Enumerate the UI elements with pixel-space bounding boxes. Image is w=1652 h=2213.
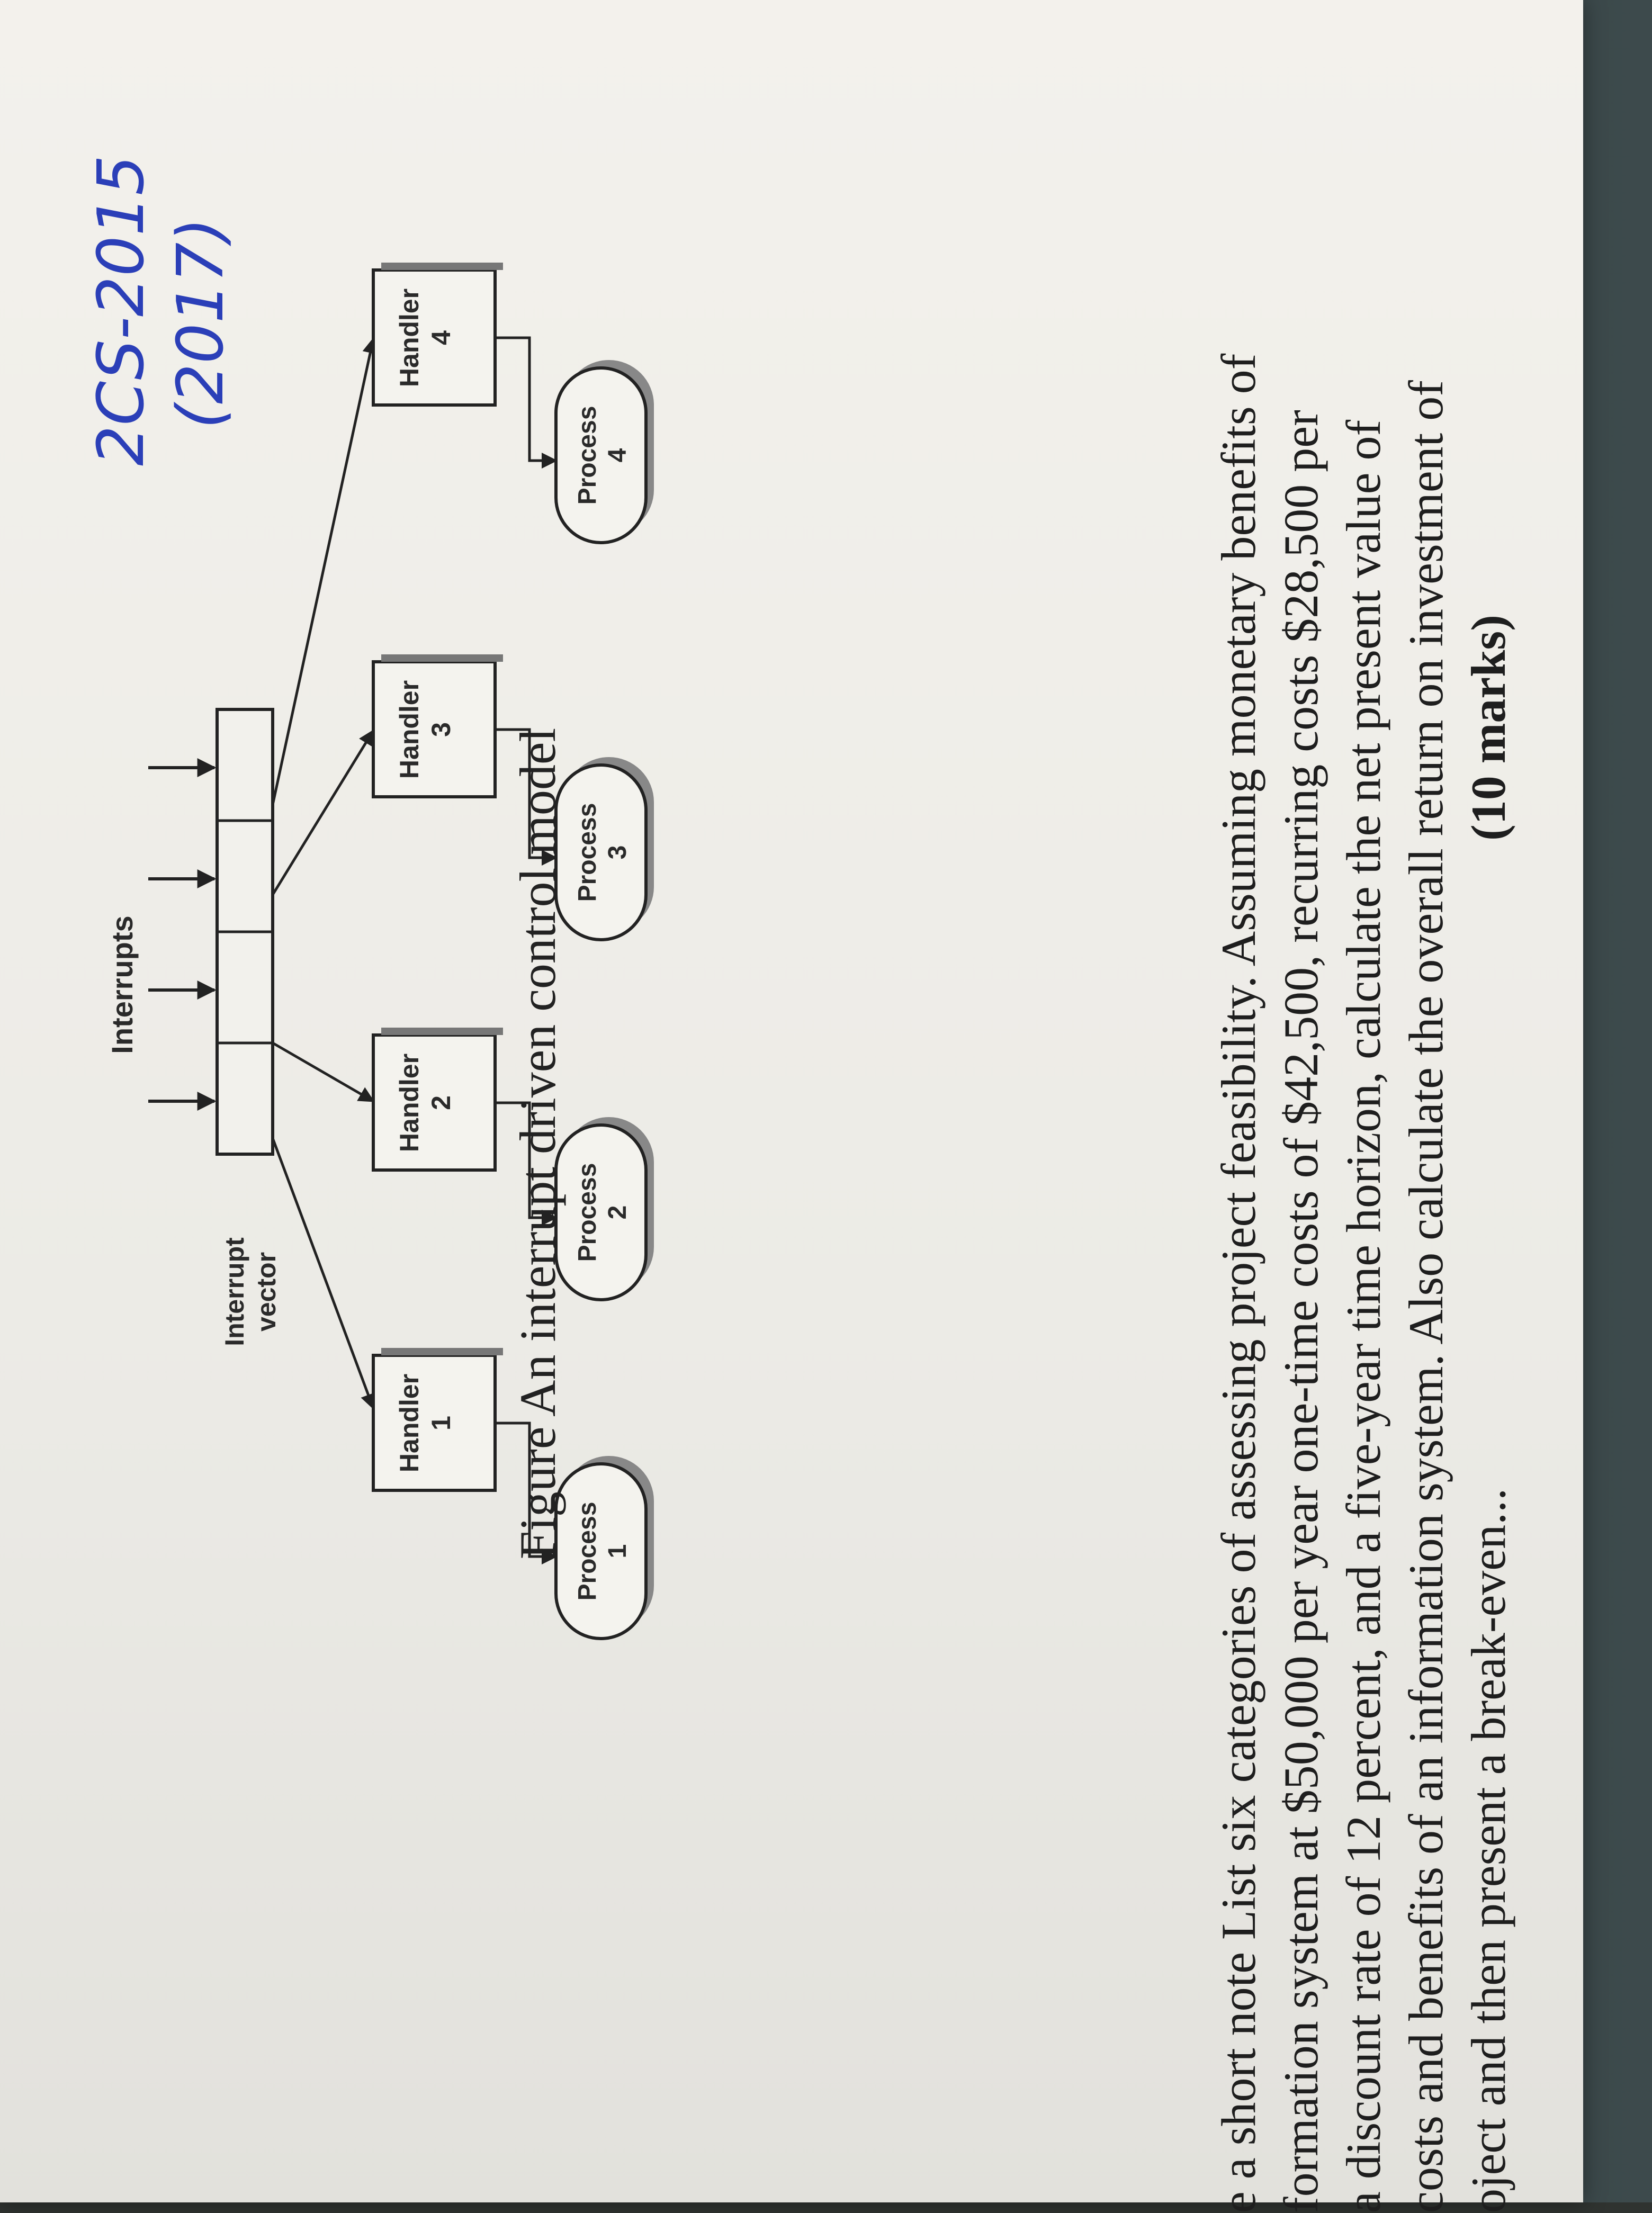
vector-to-handler-arrows <box>271 337 378 1410</box>
question-text: e a short note List six categories of as… <box>1207 0 1520 2213</box>
interrupt-vector-label: Interrupt <box>220 1237 249 1346</box>
process-2-number: 2 <box>604 1206 632 1220</box>
question-line-5-text: oject and then present a break-even... <box>1461 1488 1515 2213</box>
process-2-label: Process <box>573 1163 601 1262</box>
handwritten-note: 2CS-2015 (2017) <box>85 159 238 466</box>
process-4-pill: Process 4 <box>554 360 654 544</box>
question-line-2: formation system at $50,000 per year one… <box>1274 410 1328 2213</box>
marks-label: (10 marks) <box>1461 615 1515 841</box>
rotated-page-content: Interrupts Interrupt vector H <box>85 159 1515 2213</box>
handler-2-label: Handler <box>394 1054 424 1152</box>
handler-3-label: Handler <box>394 680 424 779</box>
handler-2-number: 2 <box>426 1095 456 1110</box>
process-1-pill: Process 1 <box>554 1456 654 1640</box>
handler-4-box: Handler 4 <box>372 263 503 407</box>
question-line-3: a discount rate of 12 percent, and a fiv… <box>1336 419 1390 2213</box>
handler-4-number: 4 <box>426 330 456 345</box>
handler-2-box: Handler 2 <box>372 1028 503 1172</box>
process-1-number: 1 <box>604 1544 632 1559</box>
process-3-label: Process <box>573 803 601 902</box>
process-4-number: 4 <box>604 448 632 462</box>
question-line-4: costs and benefits of an information sys… <box>1399 380 1453 2213</box>
interrupt-diagram: Interrupts Interrupt vector H <box>105 263 654 1640</box>
process-3-pill: Process 3 <box>554 757 654 941</box>
process-2-pill: Process 2 <box>554 1117 654 1301</box>
interrupt-arrows <box>148 758 217 1111</box>
question-line-5: oject and then present a break-even... (… <box>1457 0 1520 2213</box>
interrupts-label: Interrupts <box>105 915 139 1054</box>
figure-caption: Figure An interrupt driven control model <box>509 727 566 1560</box>
process-1-label: Process <box>573 1502 601 1601</box>
handler-1-number: 1 <box>426 1416 456 1431</box>
process-3-number: 3 <box>604 845 632 860</box>
handwritten-note-line-1: 2CS-2015 <box>85 159 158 466</box>
question-line-1: e a short note List six categories of as… <box>1211 353 1265 2213</box>
handler-3-number: 3 <box>426 722 456 737</box>
handler-1-label: Handler <box>394 1374 424 1472</box>
handler-4-label: Handler <box>394 289 424 387</box>
interrupt-vector-table <box>216 708 274 1156</box>
handler-to-process-arrows <box>495 336 558 1564</box>
handwritten-note-line-2: (2017) <box>164 218 238 429</box>
process-4-label: Process <box>573 406 601 505</box>
handler-1-box: Handler 1 <box>372 1348 503 1492</box>
handler-3-box: Handler 3 <box>372 654 503 798</box>
interrupt-vector-label-2: vector <box>252 1252 281 1332</box>
